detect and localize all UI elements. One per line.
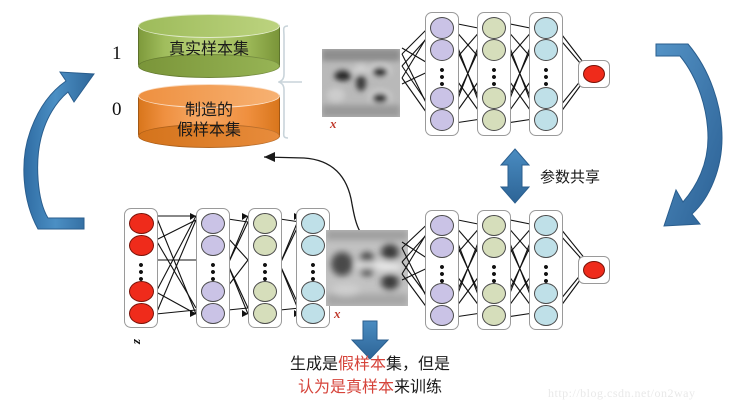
fake-sample-set-label-line2: 假样本集 (176, 120, 241, 139)
real-face-image (322, 49, 400, 117)
node (430, 283, 454, 304)
ellipsis-vertical: ••• (543, 62, 549, 93)
real-sample-set-cylinder[interactable]: 真实样本集 (138, 14, 280, 78)
param-sharing-arrow (500, 148, 530, 204)
node (482, 305, 506, 326)
node (482, 109, 506, 131)
brace-icon (278, 25, 302, 139)
discriminator-top-layer-1: ••• (425, 12, 459, 136)
bottom-caption-line2-part2: 来训练 (394, 377, 443, 396)
discriminator-bottom-layer-2: ••• (477, 210, 511, 330)
real-sample-set-label: 真实样本集 (168, 39, 249, 58)
node (129, 235, 154, 256)
node (253, 303, 277, 324)
discriminator-bottom-layer-1: ••• (425, 210, 459, 330)
node (129, 303, 154, 324)
bottom-caption-line1: 生成是假样本集，但是 (0, 352, 740, 375)
node (430, 17, 454, 39)
discriminator-top-layer-2: ••• (477, 12, 511, 136)
node (430, 109, 454, 131)
node (201, 281, 225, 302)
fake-sample-set-cylinder[interactable]: 制造的 假样本集 (138, 84, 280, 148)
generator-z-label: z (128, 338, 143, 344)
node (430, 39, 454, 61)
bottom-caption-line1-part3: 集，但是 (386, 354, 451, 373)
node (201, 303, 225, 324)
left-loop-arrow (23, 71, 95, 230)
discriminator-bottom-output (578, 256, 610, 284)
node (482, 283, 506, 304)
label-digit-zero: 0 (112, 99, 122, 120)
ellipsis-vertical: ••• (262, 257, 268, 288)
ellipsis-vertical: ••• (138, 257, 144, 288)
generator-layer-3: ••• (296, 208, 330, 328)
node (534, 87, 558, 109)
generated-face-image (326, 230, 408, 306)
discriminator-top-layer-3: ••• (529, 12, 563, 136)
node (482, 17, 506, 39)
node (534, 237, 558, 258)
down-arrow (350, 320, 390, 360)
right-loop-arrow (655, 43, 723, 227)
node (301, 281, 325, 302)
bottom-caption-line1-highlight: 假样本 (337, 354, 386, 373)
generator-input-layer: ••• (124, 208, 158, 328)
node (482, 39, 506, 61)
bottom-caption-line1-part1: 生成是 (289, 354, 338, 373)
node (430, 305, 454, 326)
node (534, 17, 558, 39)
ellipsis-vertical: ••• (310, 257, 316, 288)
node (430, 237, 454, 258)
node (201, 213, 225, 234)
real-face-x-label: x (330, 116, 337, 131)
output-node (583, 65, 605, 83)
node (129, 281, 154, 302)
ellipsis-vertical: ••• (543, 259, 549, 290)
ellipsis-vertical: ••• (210, 257, 216, 288)
fake-sample-set-label-line1: 制造的 (184, 100, 233, 119)
discriminator-top-output (578, 60, 610, 88)
generator-layer-1: ••• (196, 208, 230, 328)
watermark: http://blog.csdn.net/on2way (548, 386, 696, 400)
node (482, 215, 506, 236)
node (129, 213, 154, 234)
node (534, 215, 558, 236)
node (301, 235, 325, 256)
node (482, 237, 506, 258)
bottom-caption-line2-highlight: 认为是真样本 (297, 377, 394, 396)
node (430, 215, 454, 236)
generator-layer-2: ••• (248, 208, 282, 328)
node (430, 87, 454, 109)
node (201, 235, 225, 256)
node (482, 87, 506, 109)
node (534, 39, 558, 61)
ellipsis-vertical: ••• (491, 259, 497, 290)
ellipsis-vertical: ••• (439, 62, 445, 93)
node (534, 305, 558, 326)
node (253, 235, 277, 256)
node (534, 283, 558, 304)
node (301, 303, 325, 324)
node (253, 213, 277, 234)
output-node (583, 261, 605, 279)
ellipsis-vertical: ••• (491, 62, 497, 93)
label-digit-one: 1 (112, 43, 122, 64)
node (253, 281, 277, 302)
param-sharing-label: 参数共享 (540, 168, 601, 186)
discriminator-bottom-layer-3: ••• (529, 210, 563, 330)
node (534, 109, 558, 131)
bottom-caption-line2: 认为是真样本来训练 (0, 375, 740, 398)
generated-face-x-label: x (334, 306, 341, 321)
node (301, 213, 325, 234)
ellipsis-vertical: ••• (439, 259, 445, 290)
